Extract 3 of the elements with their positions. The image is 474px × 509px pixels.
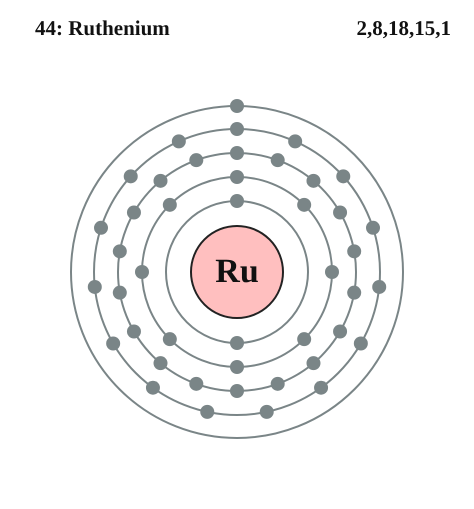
title: 44: Ruthenium bbox=[35, 16, 170, 41]
element-symbol: Ru bbox=[215, 253, 259, 291]
electron-configuration: 2,8,18,15,1 bbox=[356, 16, 451, 41]
